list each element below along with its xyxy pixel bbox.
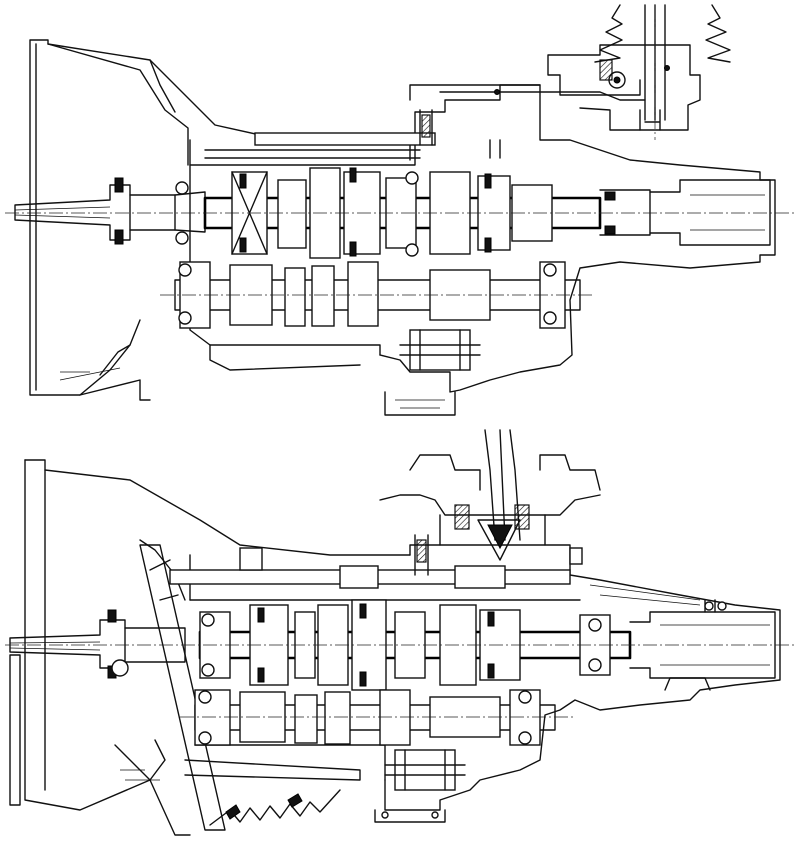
upper-reverse-idler bbox=[399, 329, 481, 371]
lower-reverse-idler bbox=[374, 749, 466, 823]
upper-input-shaft bbox=[14, 177, 176, 245]
lower-transmission-drawing bbox=[5, 429, 795, 836]
lower-shift-lever-assembly bbox=[379, 429, 601, 561]
upper-shift-rail bbox=[254, 109, 501, 159]
lower-return-spring bbox=[209, 789, 341, 826]
upper-transmission-drawing bbox=[5, 4, 795, 416]
lower-release-fork bbox=[139, 544, 226, 831]
upper-shift-lever-assembly bbox=[409, 4, 731, 131]
lower-shift-rail bbox=[169, 534, 583, 589]
lower-input-shaft bbox=[9, 609, 186, 679]
lower-counter-shaft bbox=[194, 689, 556, 746]
